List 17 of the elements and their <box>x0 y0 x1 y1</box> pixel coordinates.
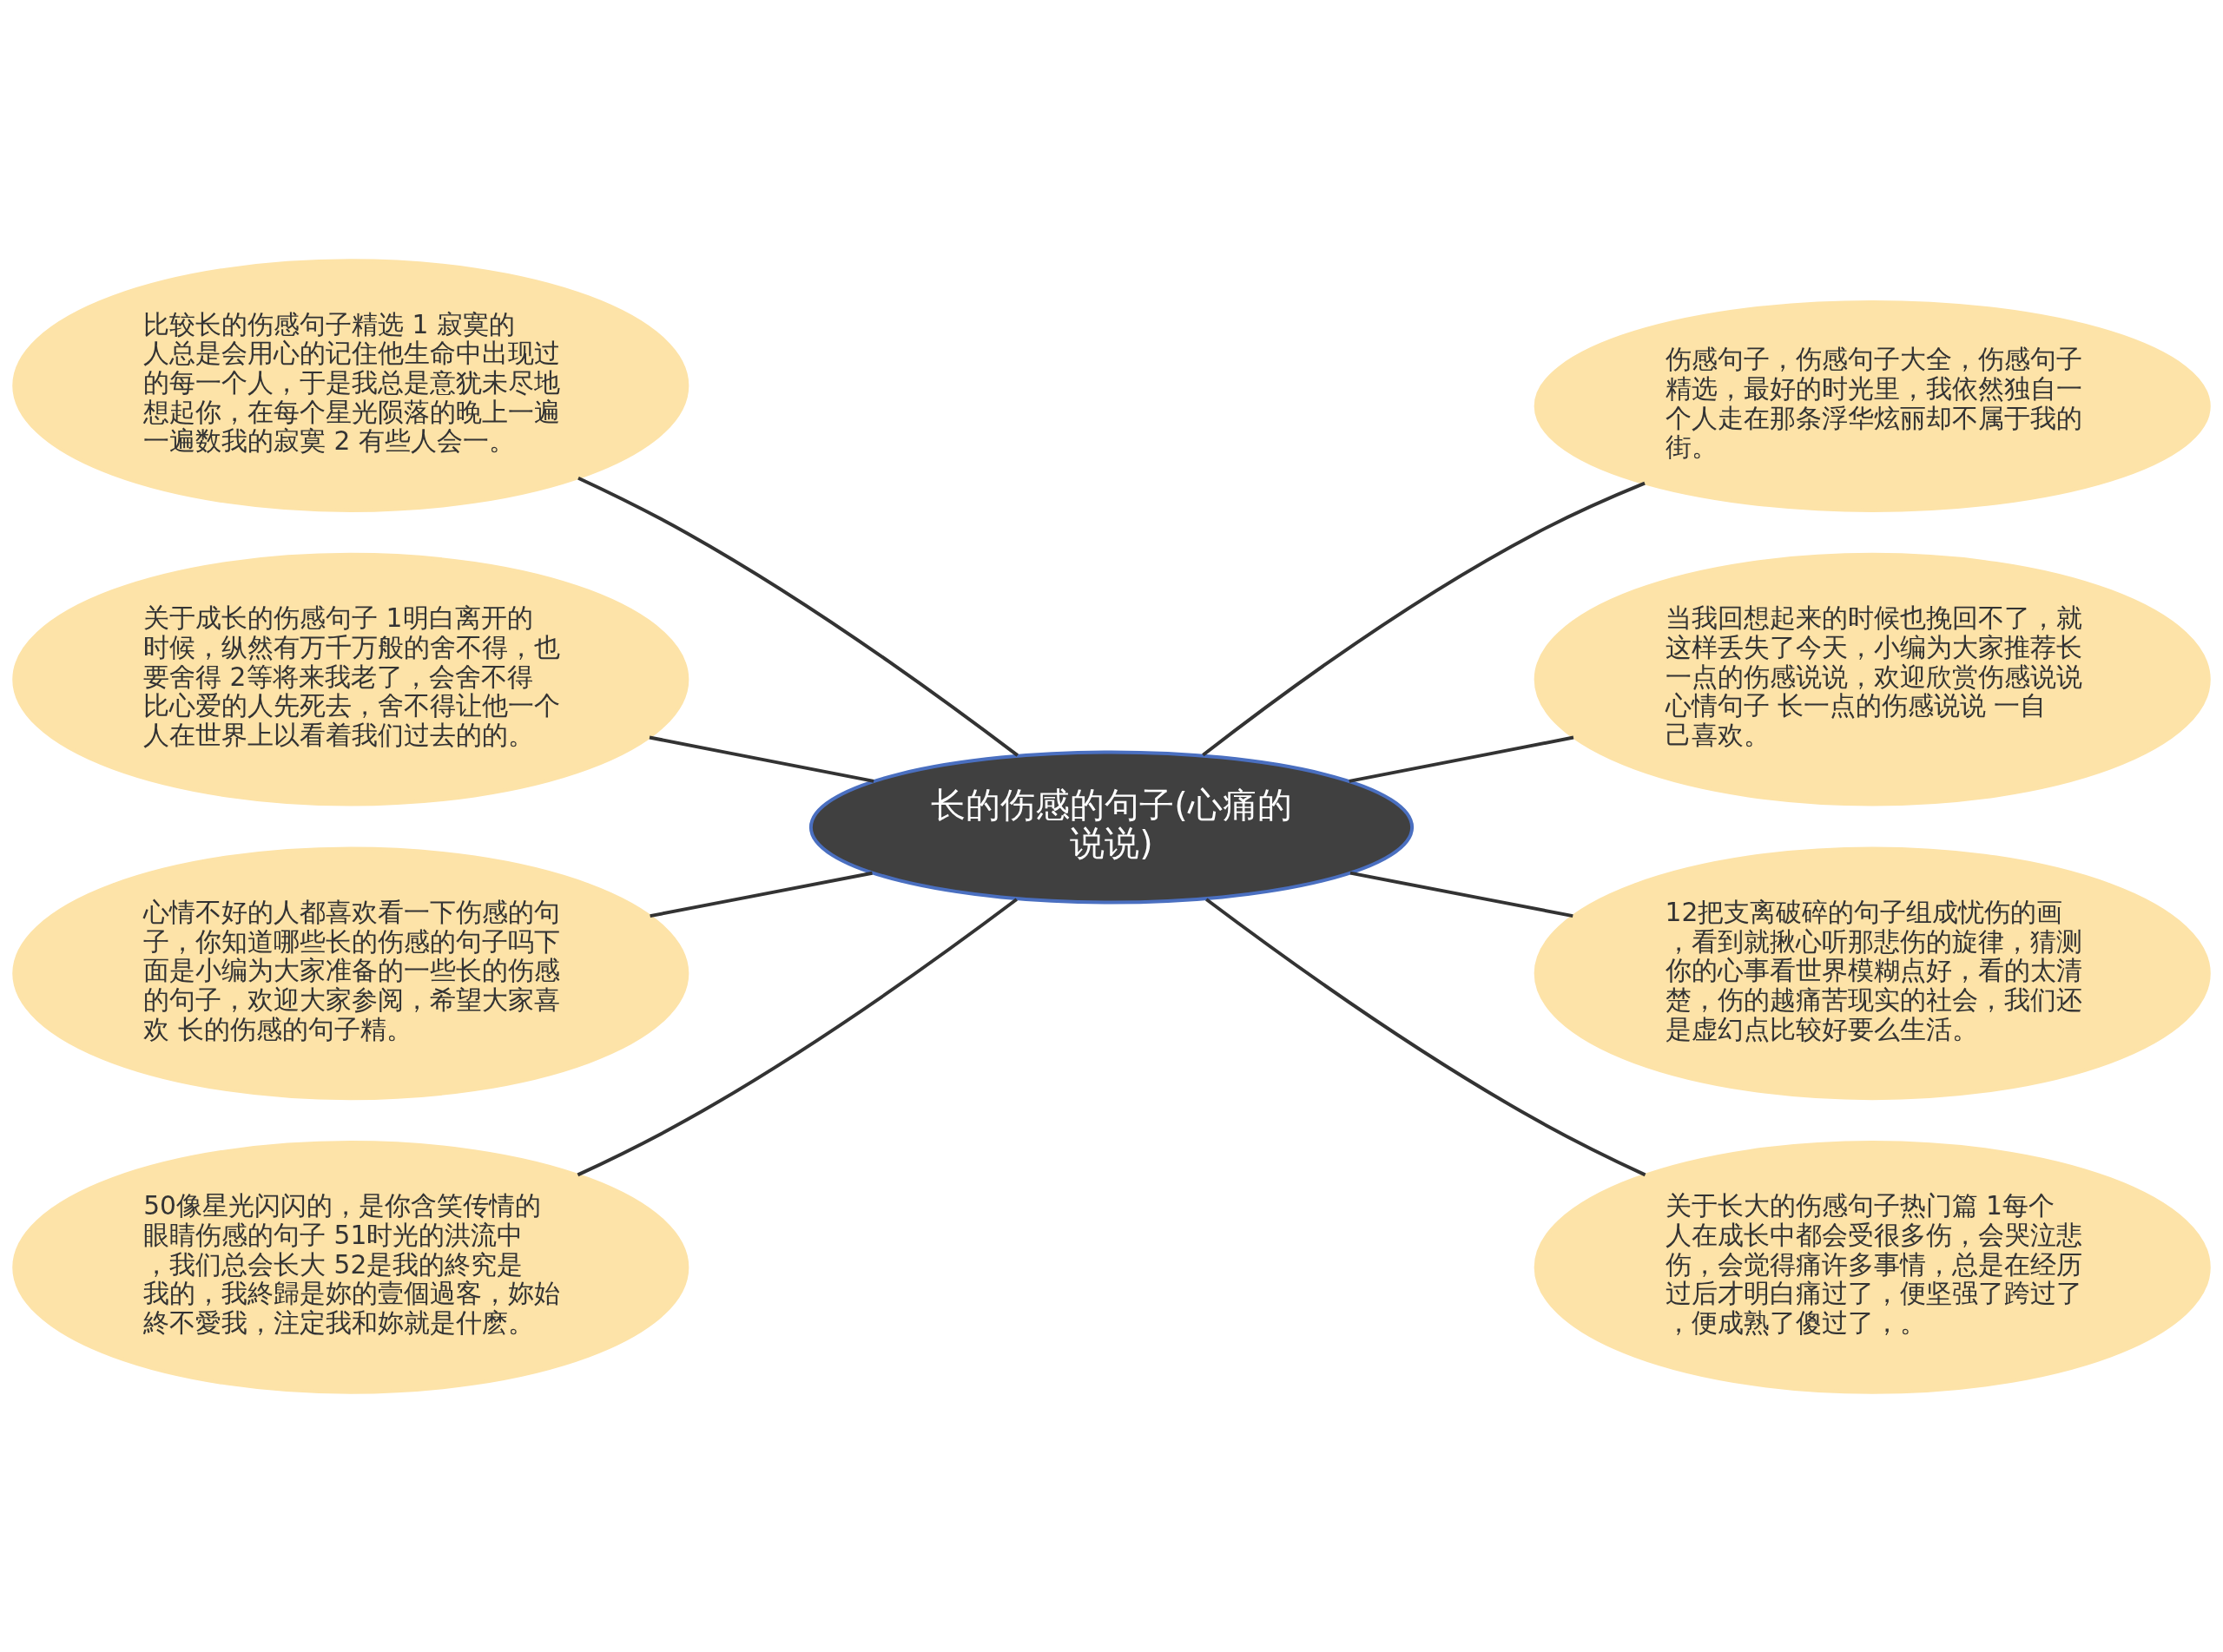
connector <box>1202 481 1646 756</box>
connector <box>1349 871 1573 918</box>
connector <box>577 897 1018 1176</box>
node-ellipse: 关于长大的伤感句子热门篇 1每个人在成长中都会受很多伤，会哭泣悲伤，会觉得痛许多事情，总是在经历过后才明白痛过了，便坚强了跨过了，便成熟了傻过了，。 <box>1534 1140 2211 1394</box>
node-ellipse: 50像星光闪闪的，是你含笑传情的眼睛伤感的句子 51时光的洪流中，我们总会长大 52是我的終究是我的，我終歸是妳的壹個過客，妳始終不愛我，注定我和妳就是什麽。 <box>12 1140 689 1394</box>
connector <box>650 871 873 918</box>
connector <box>1205 897 1646 1176</box>
node-ellipse: 心情不好的人都喜欢看一下伤感的句子，你知道哪些长的伤感的句子吗下面是小编为大家准备的一些长的伤感的句子，欢迎大家参阅，希望大家喜欢 长的伤感的句子精。 <box>12 846 689 1100</box>
node-ellipse: 比较长的伤感句子精选 1 寂寞的人总是会用心的记住他生命中出现过的每一个人，于是我总是意犹未尽地想起你，在每个星光陨落的晚上一遍一遍数我的寂寞 2 有些人会一。 <box>12 258 689 512</box>
connector <box>1349 735 1574 783</box>
node-ellipse: 12把支离破碎的句子组成忧伤的画，看到就揪心听那悲伤的旋律，猜测你的心事看世界模糊点好，看的太清楚，伤的越痛苦现实的社会，我们还是虚幻点比较好要么生活。 <box>1534 846 2211 1100</box>
node-ellipse: 伤感句子，伤感句子大全，伤感句子精选，最好的时光里，我依然独自一个人走在那条浮华炫丽却不属于我的街。 <box>1534 299 2211 512</box>
node-ellipse: 当我回想起来的时候也挽回不了，就这样丢失了今天，小编为大家推荐长一点的伤感说说，欢迎欣赏伤感说说心情句子 长一点的伤感说说 一自己喜欢。 <box>1534 552 2211 806</box>
node-ellipse: 关于成长的伤感句子 1明白离开的时候，纵然有万千万般的舍不得，也要舍得 2等将来我老了，会舍不得比心爱的人先死去，舍不得让他一个人在世界上以看着我们过去的的。 <box>12 552 689 806</box>
connector <box>577 476 1019 757</box>
connector <box>649 735 874 783</box>
node-ellipse: 长的伤感的句子(心痛的说说) <box>808 750 1415 904</box>
